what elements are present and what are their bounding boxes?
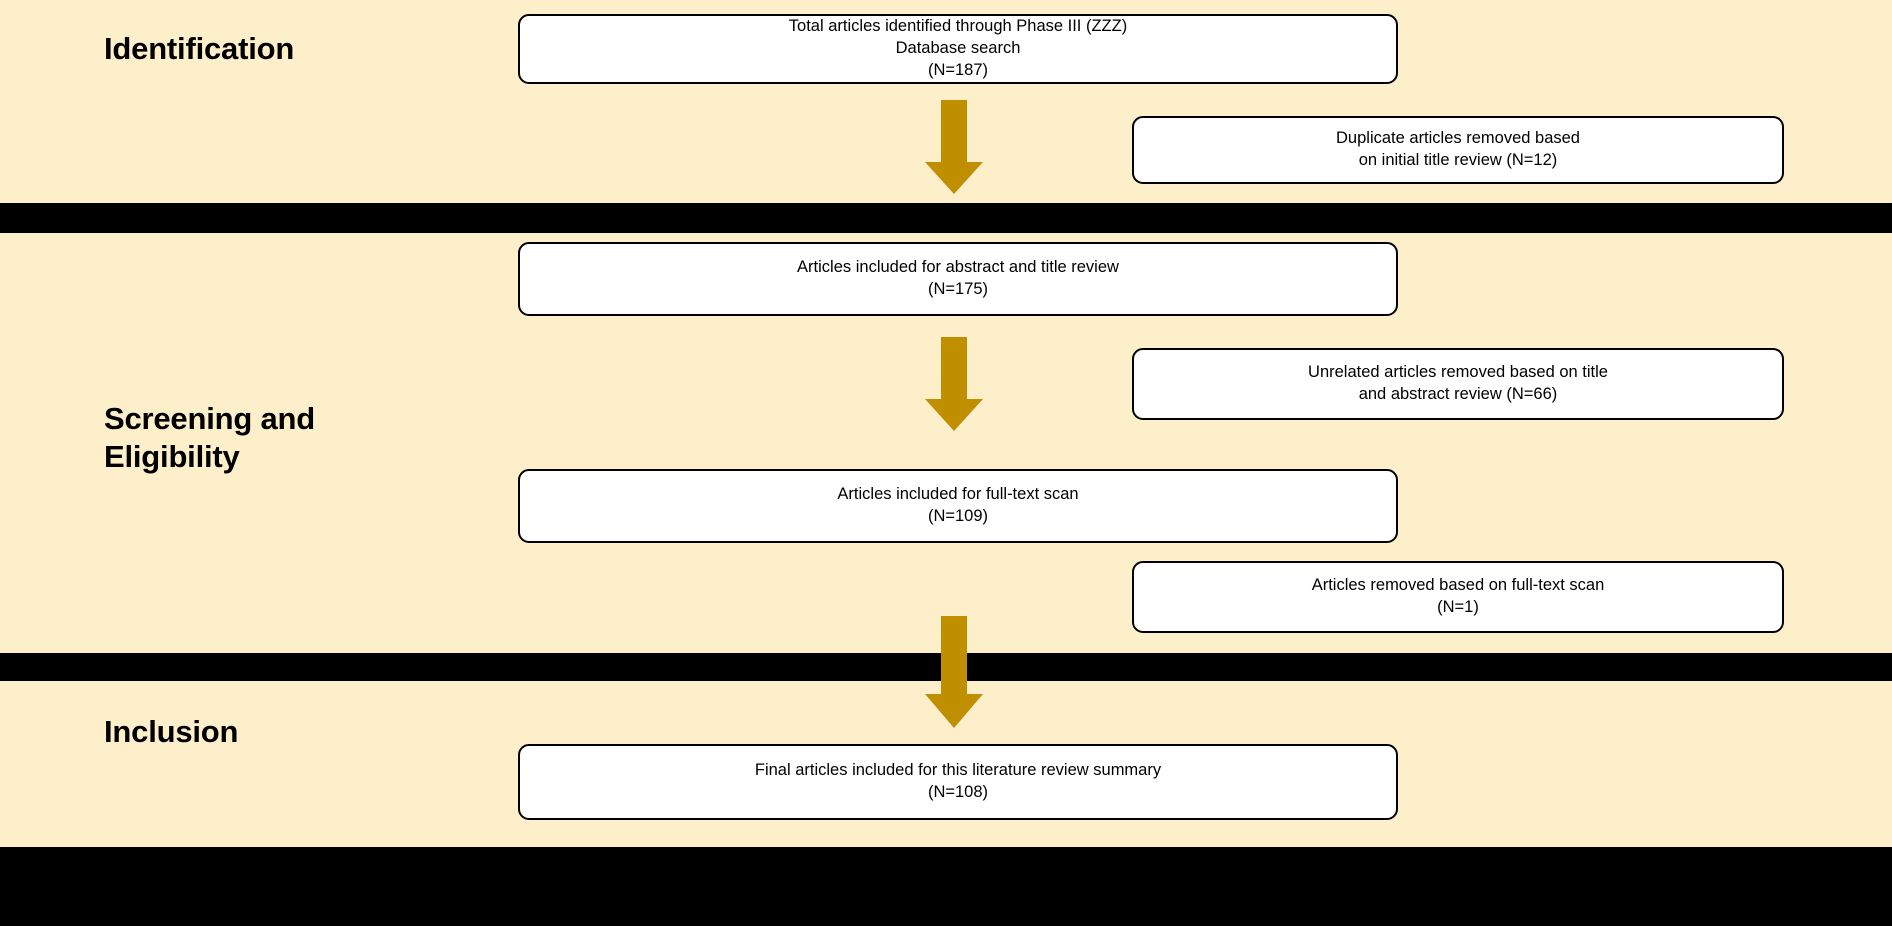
arrow-down-icon xyxy=(925,337,983,431)
flow-box-articles-full-text-scan: Articles included for full-text scan (N=… xyxy=(518,469,1398,543)
stage-label-identification: Identification xyxy=(104,31,295,66)
exclusion-box-unrelated-removed: Unrelated articles removed based on titl… xyxy=(1132,348,1784,420)
flow-box-text: Final articles included for this literat… xyxy=(754,761,1162,801)
stage-label-inclusion: Inclusion xyxy=(104,714,239,749)
exclusion-box-text: Unrelated articles removed based on titl… xyxy=(1308,363,1608,403)
arrow-down-icon xyxy=(925,616,983,728)
exclusion-box-text: Articles removed based on full-text scan… xyxy=(1311,576,1605,616)
flow-box-articles-abstract-title-review: Articles included for abstract and title… xyxy=(518,242,1398,316)
exclusion-box-full-text-removed: Articles removed based on full-text scan… xyxy=(1132,561,1784,633)
flow-box-final-articles-included: Final articles included for this literat… xyxy=(518,744,1398,820)
arrow-down-icon xyxy=(925,100,983,194)
stage-label-screening-and-eligibility: Screening and Eligibility xyxy=(104,401,316,474)
exclusion-box-text: Duplicate articles removed based on init… xyxy=(1336,129,1580,169)
exclusion-box-duplicates-removed: Duplicate articles removed based on init… xyxy=(1132,116,1784,184)
flow-box-text: Total articles identified through Phase … xyxy=(788,17,1128,79)
flow-box-text: Articles included for full-text scan (N=… xyxy=(837,485,1079,525)
flow-box-total-articles-identified: Total articles identified through Phase … xyxy=(518,14,1398,84)
footer-band xyxy=(0,847,1892,926)
section-divider-identification-screening xyxy=(0,203,1892,233)
flow-box-text: Articles included for abstract and title… xyxy=(797,258,1119,298)
